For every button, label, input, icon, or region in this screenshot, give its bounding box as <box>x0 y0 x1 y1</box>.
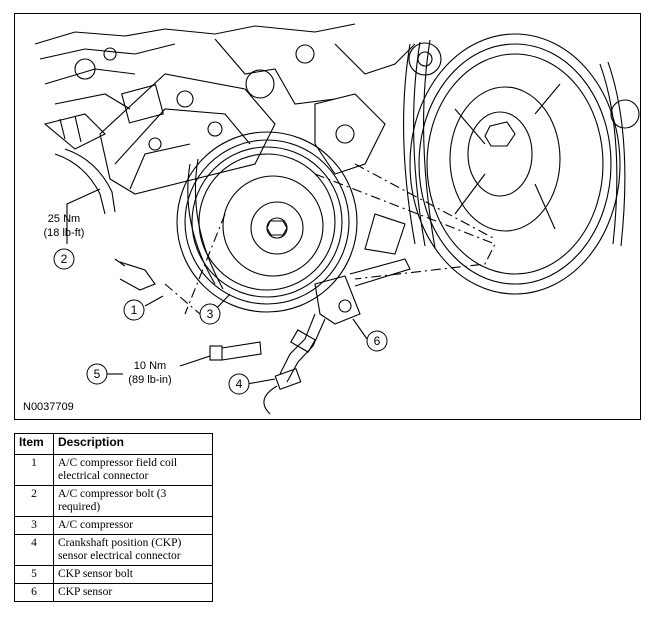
legend-item-number: 5 <box>14 565 54 584</box>
callout-5-circle <box>86 363 108 385</box>
legend-item-description: CKP sensor bolt <box>53 565 213 584</box>
legend-item-description: CKP sensor <box>53 583 213 602</box>
legend-item-number: 1 <box>14 454 54 486</box>
legend-table: Item Description 1 A/C compressor field … <box>14 433 213 602</box>
callout-3-number: 3 <box>207 307 214 321</box>
table-row: 2 A/C compressor bolt (3 required) <box>14 485 213 517</box>
legend-item-number: 6 <box>14 583 54 602</box>
callout-3-circle <box>199 303 221 325</box>
legend-item-description: Crankshaft position (CKP) sensor electri… <box>53 534 213 566</box>
table-row: 1 A/C compressor field coil electrical c… <box>14 454 213 486</box>
table-row: 3 A/C compressor <box>14 516 213 535</box>
legend-header-item: Item <box>14 433 54 455</box>
legend-item-description: A/C compressor field coil electrical con… <box>53 454 213 486</box>
legend-item-number: 3 <box>14 516 54 535</box>
table-row: 6 CKP sensor <box>14 583 213 602</box>
callout-5-number: 5 <box>94 367 101 381</box>
callout-2-number: 2 <box>61 252 68 266</box>
callout-1-number: 1 <box>131 303 138 317</box>
callout-5-torque-imperial: (89 lb-in) <box>128 374 171 386</box>
legend-item-number: 4 <box>14 534 54 566</box>
callout-5-torque-metric: 10 Nm <box>134 360 166 372</box>
callout-2-circle <box>53 248 75 270</box>
engine-line-drawing: 1 2 3 4 5 6 25 Nm (18 lb-ft) 10 Nm (89 l… <box>23 23 640 415</box>
callout-4-circle <box>228 373 250 395</box>
legend-item-description: A/C compressor <box>53 516 213 535</box>
figure-id-code: N0037709 <box>23 401 74 413</box>
exploded-view-illustration: 1 2 3 4 5 6 25 Nm (18 lb-ft) 10 Nm (89 l… <box>14 13 641 420</box>
callout-1-circle <box>123 299 145 321</box>
callout-6-circle <box>366 330 388 352</box>
callout-2-torque-metric: 25 Nm <box>48 213 80 225</box>
legend-header-description: Description <box>53 433 213 455</box>
table-row: 4 Crankshaft position (CKP) sensor elect… <box>14 534 213 566</box>
legend-item-description: A/C compressor bolt (3 required) <box>53 485 213 517</box>
table-row: 5 CKP sensor bolt <box>14 565 213 584</box>
callout-6-number: 6 <box>374 334 381 348</box>
callout-2-torque-imperial: (18 lb-ft) <box>44 227 85 239</box>
legend-item-number: 2 <box>14 485 54 517</box>
callout-4-number: 4 <box>236 377 243 391</box>
legend-header-row: Item Description <box>14 433 213 455</box>
